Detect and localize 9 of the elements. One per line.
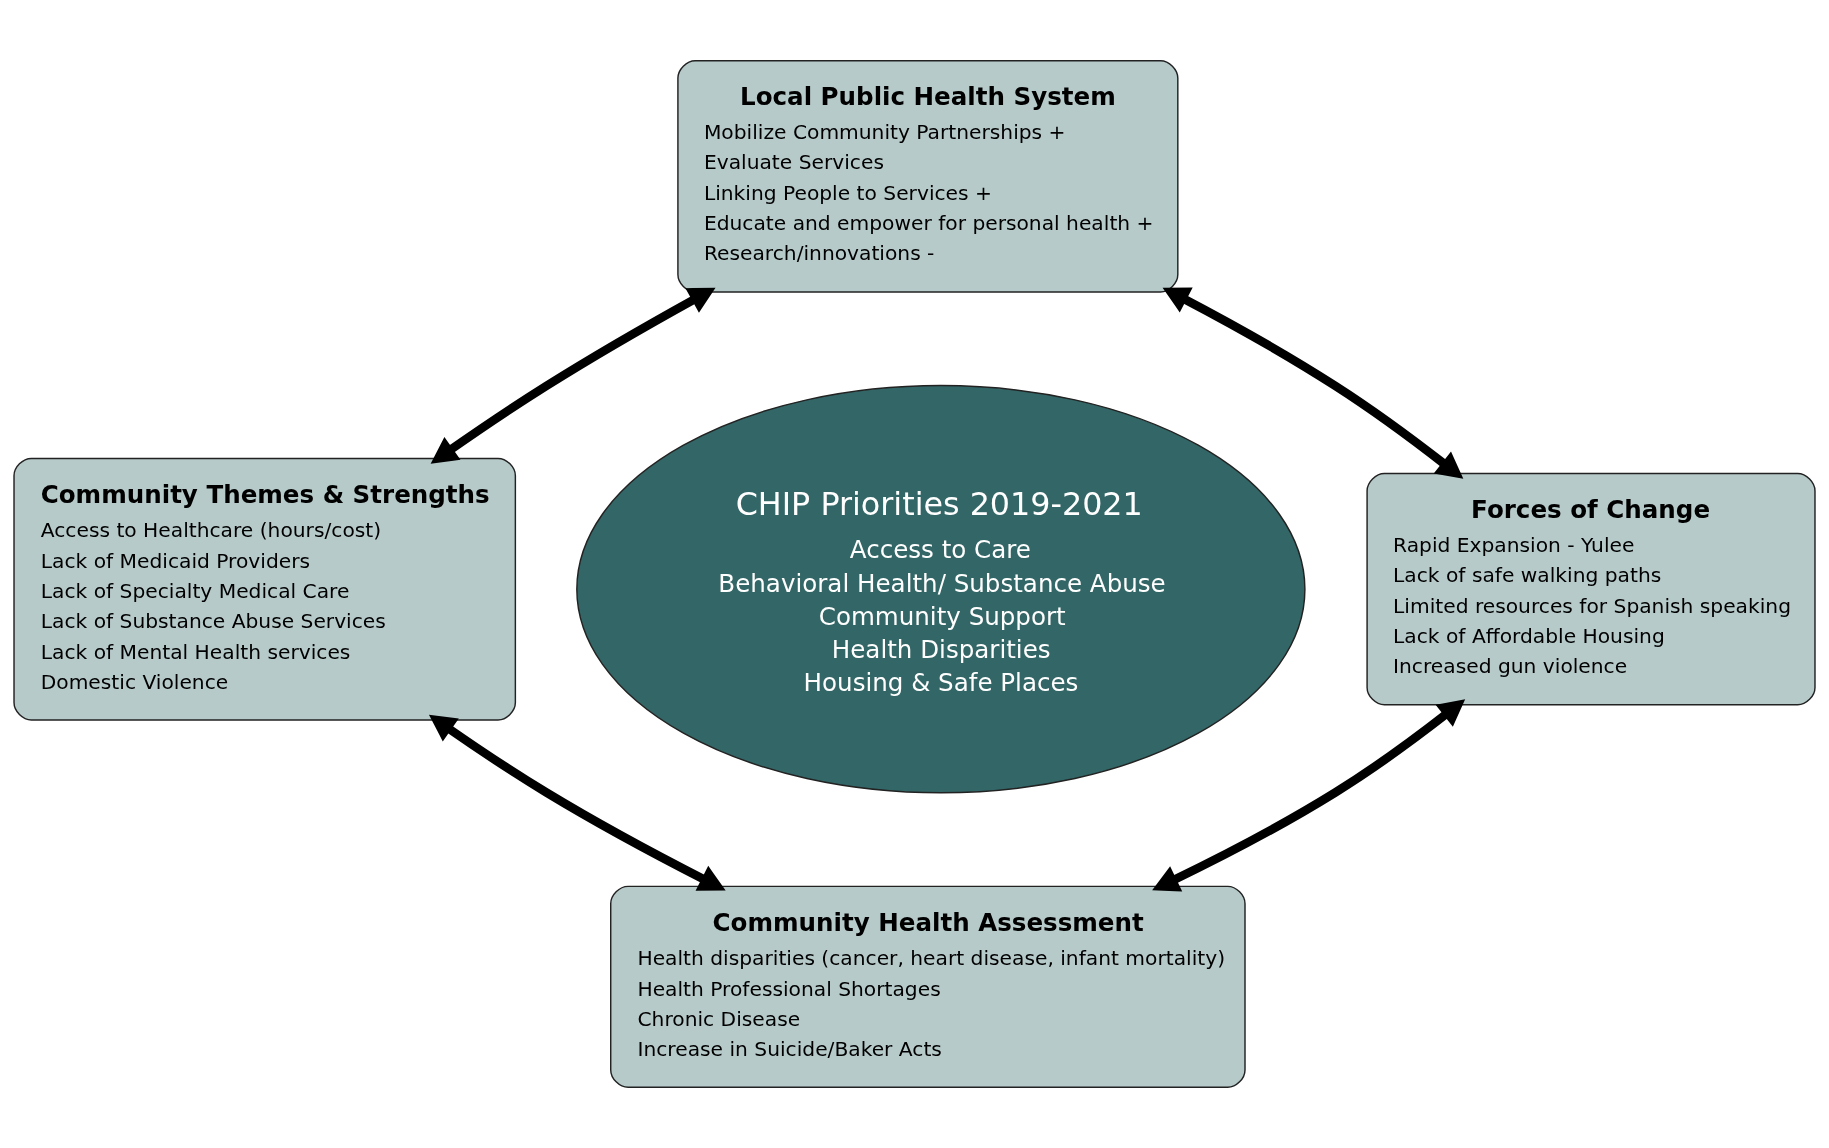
arrow — [428, 714, 726, 891]
node-box: Community Themes & Strengths Access to Healthcare (hours/cost) Lack of Medicaid Providers Lack of Specialty Medical Care Lack of Substance Abuse Services Lack of Mental Health services Domestic Violence — [13, 457, 517, 721]
node-box: Local Public Health System Mobilize Community Partnerships + Evaluate Services Linking People to Services + Educate and empower for personal health + Research/innovations - — [677, 60, 1179, 293]
arrow — [1162, 287, 1464, 479]
arrow — [430, 287, 716, 464]
node-ellipse: CHIP Priorities 2019-2021 Access to Care Behavioral Health/ Substance Abuse Community Support Health Disparities Housing & Safe Places — [576, 384, 1306, 794]
arrow — [1152, 699, 1466, 892]
node-box: Community Health Assessment Health disparities (cancer, heart disease, infant mortality) Health Professional Shortages Chronic Disease Increase in Suicide/Baker Acts — [610, 885, 1246, 1088]
node-box: Forces of Change Rapid Expansion - Yulee Lack of safe walking paths Limited resources for Spanish speaking Lack of Affordable Housing Increased gun violence — [1366, 472, 1816, 706]
